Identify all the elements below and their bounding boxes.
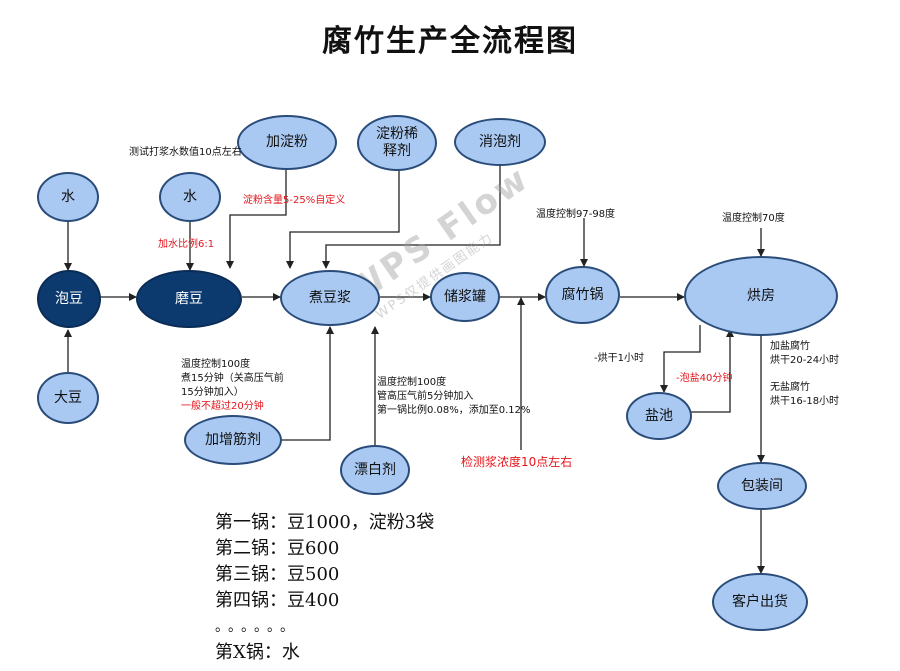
node-starch-dilute[interactable]: 淀粉稀释剂 [357,115,437,171]
batch-list: 第一锅：豆1000，淀粉3袋 第二锅：豆600 第三锅：豆500 第四锅：豆40… [215,510,434,666]
node-water-mid[interactable]: 水 [159,172,221,222]
arrow-dilute-cook [286,165,400,269]
node-yuba-pot[interactable]: 腐竹锅 [545,266,620,324]
note-salted-1: 加盐腐竹 [770,341,810,352]
note-unsalted-2: 烘干16-18小时 [770,396,840,407]
note-gluten-line3: 15分钟加入） [181,387,244,398]
node-salt-pool[interactable]: 盐池 [626,392,692,440]
note-bake-1h: -烘干1小时 [594,353,644,364]
note-gluten-line1: 温度控制100度 [181,359,251,370]
arrow-salt-dryroom [690,329,734,413]
note-salted-2: 烘干20-24小时 [770,355,840,366]
node-cook[interactable]: 煮豆浆 [280,270,380,326]
note-pot-temp: 温度控制97-98度 [536,209,616,220]
note-bleach-line1: 温度控制100度 [377,377,447,388]
batch-line: 第二锅：豆600 [215,538,340,559]
note-gluten-line2: 煮15分钟（关高压气前 [181,373,284,384]
note-bleach-line2: 管高压气前5分钟加入 [377,391,474,402]
node-grind[interactable]: 磨豆 [136,270,242,328]
node-bleach[interactable]: 漂白剂 [340,445,410,495]
batch-line: 第X锅：水 [215,642,300,663]
note-gluten-limit: 一般不超过20分钟 [181,401,264,412]
note-detect: 检测浆浓度10点左右 [461,455,573,469]
node-starch[interactable]: 加淀粉 [237,115,337,170]
diagram-title: 腐竹生产全流程图 [322,24,578,59]
node-soybean[interactable]: 大豆 [37,372,99,424]
note-dry-temp: 温度控制70度 [722,213,785,224]
note-unsalted-1: 无盐腐竹 [770,382,810,393]
arrow-starch-grind [226,165,287,269]
node-gluten[interactable]: 加增筋剂 [184,415,282,465]
batch-line: 第四锅：豆400 [215,590,340,611]
batch-line: 。。。。。。 [215,619,300,635]
arrow-gluten-cook [282,326,334,441]
node-water-left[interactable]: 水 [37,172,99,222]
node-packing[interactable]: 包装间 [717,462,807,510]
note-starch-content: 淀粉含量5-25%自定义 [243,195,346,206]
note-water-ratio: 加水比例6:1 [158,239,215,250]
node-storage[interactable]: 储浆罐 [430,272,500,322]
arrow-defoamer-cook [322,163,501,269]
batch-line: 第一锅：豆1000，淀粉3袋 [215,512,435,533]
node-defoamer[interactable]: 消泡剂 [454,118,546,166]
arrow-dryroom-salt [660,325,701,393]
node-soak[interactable]: 泡豆 [37,270,101,328]
node-shipping[interactable]: 客户出货 [712,573,808,631]
note-bleach-line3: 第一锅比例0.08%，添加至0.12% [377,405,531,416]
node-dry-room[interactable]: 烘房 [684,256,838,336]
note-grind-test: 测试打浆水数值10点左右 [129,147,242,158]
batch-line: 第三锅：豆500 [215,564,340,585]
note-salt-40: -泡盐40分钟 [676,373,733,384]
